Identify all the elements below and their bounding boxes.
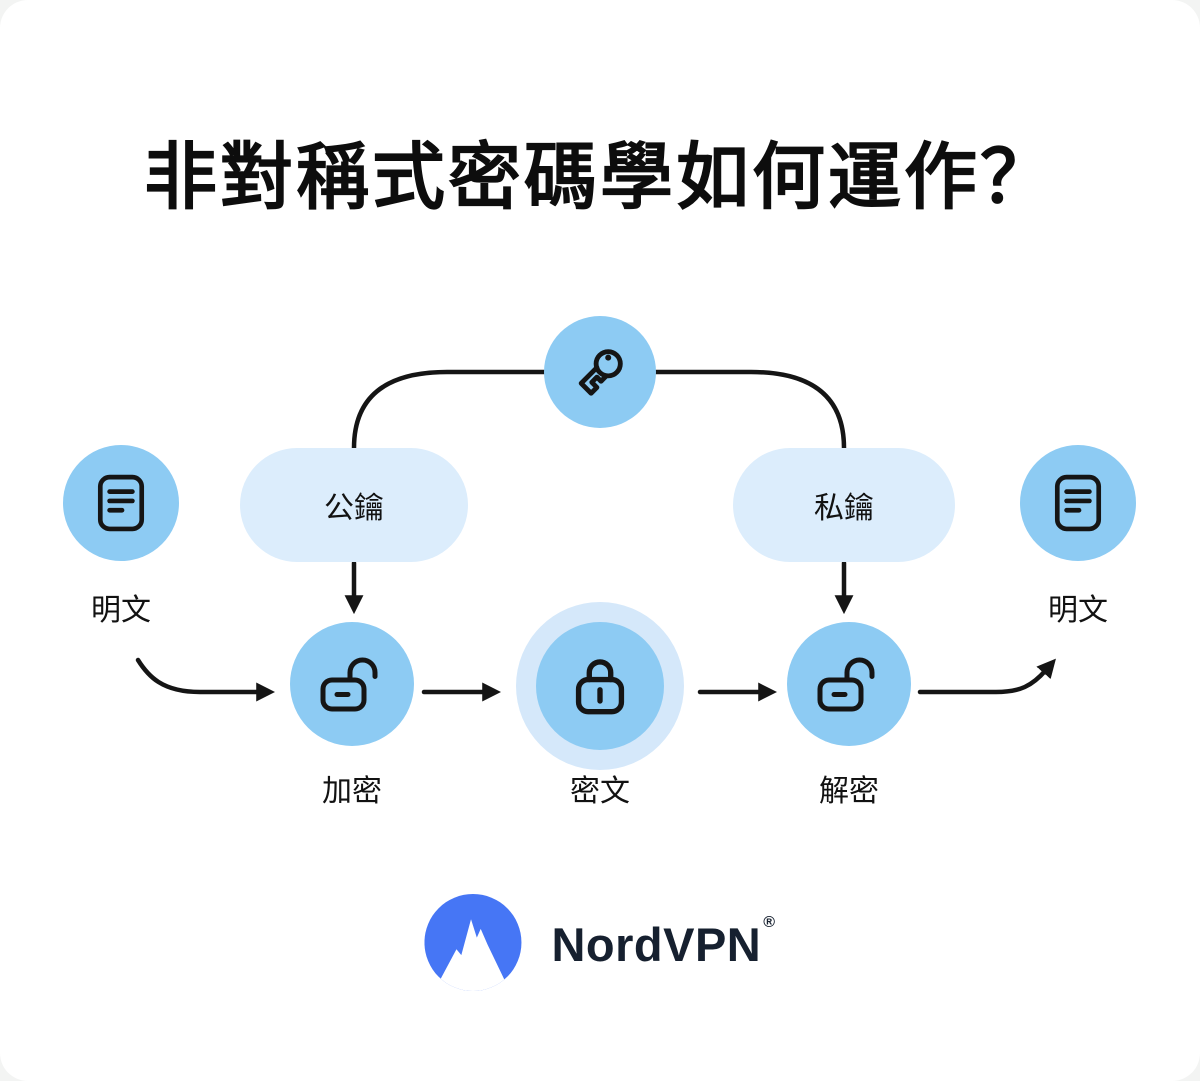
public-key-label: 公鑰: [324, 492, 384, 525]
plaintext-right-label: 明文: [1048, 594, 1108, 627]
plaintext-right-node: [1020, 445, 1136, 561]
private-key-pill: 私鑰: [733, 448, 955, 562]
brand-wordmark: NordVPN®: [551, 914, 775, 972]
ciphertext-label: 密文: [570, 775, 630, 808]
registered-mark-icon: ®: [763, 913, 776, 931]
brand-name: NordVPN: [551, 917, 762, 971]
unlock-icon: [320, 657, 378, 712]
unlock-icon: [817, 657, 875, 712]
curve-key-to-private: [653, 369, 847, 451]
page-title: 非對稱式密碼學如何運作？: [144, 137, 1056, 218]
plaintext-left-node: [63, 445, 179, 561]
key-node: [544, 316, 656, 428]
decrypt-label: 解密: [819, 775, 879, 808]
public-key-pill: 公鑰: [240, 448, 468, 562]
brand-logo: NordVPN®: [424, 894, 775, 991]
decrypt-node: [787, 622, 911, 746]
mountain-logo-icon: [424, 894, 522, 991]
arrow-plain-to-encrypt: [135, 657, 276, 702]
document-icon: [97, 474, 145, 532]
key-icon: [578, 349, 623, 396]
curve-key-to-public: [351, 369, 547, 451]
lock-icon: [575, 659, 625, 715]
plaintext-left-label: 明文: [91, 594, 151, 627]
encrypt-node: [290, 622, 414, 746]
ciphertext-halo: [516, 602, 684, 770]
document-icon: [1054, 474, 1102, 532]
arrow-decrypt-to-plain: [917, 658, 1056, 695]
ciphertext-node: [536, 622, 664, 750]
private-key-label: 私鑰: [814, 492, 874, 525]
encrypt-label: 加密: [322, 775, 382, 808]
